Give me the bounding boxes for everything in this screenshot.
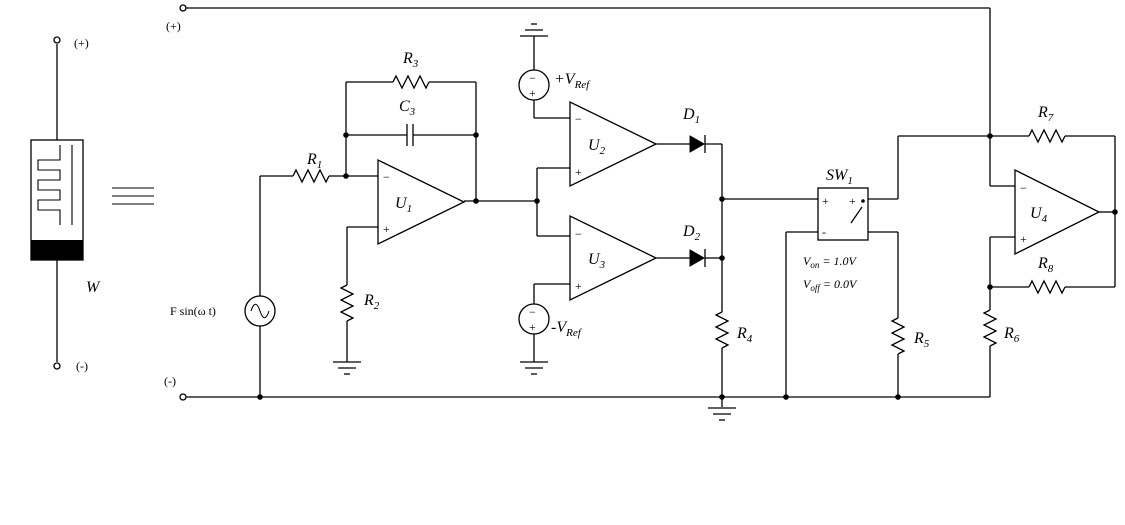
- resistor-r6: R6: [982, 309, 1020, 397]
- svg-text:+: +: [529, 86, 536, 100]
- svg-text:+: +: [1020, 232, 1027, 246]
- c3-label: C3: [399, 98, 416, 118]
- svg-text:+: +: [575, 279, 582, 293]
- negative-rail: (-): [164, 374, 990, 401]
- resistor-r1: R1: [260, 151, 378, 184]
- svg-text:−: −: [529, 305, 536, 319]
- u3-label: U3: [588, 251, 606, 271]
- svg-text:−: −: [575, 112, 582, 126]
- d2-label: D2: [682, 223, 701, 243]
- negative-reference-source: − + -VRef: [518, 283, 583, 375]
- resistor-r8: R8: [987, 255, 1115, 295]
- u2-label: U2: [588, 137, 606, 157]
- diode-d2: D2: [682, 223, 722, 267]
- r5-label: R5: [913, 330, 930, 350]
- resistor-r4: R4: [714, 311, 753, 407]
- ac-source: F sin(ω t): [170, 176, 276, 400]
- positive-rail: (+): [166, 4, 991, 186]
- sensor-top-terminal-label: (+): [74, 36, 89, 50]
- opamp-u1: − + U1: [346, 158, 537, 285]
- r8-label: R8: [1037, 255, 1054, 275]
- u4-label: U4: [1030, 205, 1048, 225]
- opamp-u4: − + U4: [987, 133, 1118, 310]
- r1-label: R1: [306, 151, 322, 171]
- positive-reference-label: +VRef: [554, 71, 591, 91]
- diode-output-node: [719, 144, 818, 312]
- positive-terminal-label: (+): [166, 19, 181, 33]
- switch-sw1: + - + SW1 Von = 1.0V Voff = 0.0V: [783, 135, 990, 400]
- resistor-r2: R2: [339, 284, 380, 362]
- positive-reference-source: − + +VRef: [518, 23, 591, 119]
- equivalence-icon: [112, 187, 154, 205]
- d1-label: D1: [682, 106, 700, 126]
- positive-terminal: [179, 4, 187, 12]
- sensor-bottom-terminal-label: (-): [76, 359, 88, 373]
- sensor-base: [31, 240, 83, 260]
- svg-text:−: −: [575, 227, 582, 241]
- r7-label: R7: [1037, 104, 1054, 124]
- negative-reference-label: -VRef: [551, 319, 583, 339]
- negative-terminal-label: (-): [164, 374, 176, 388]
- comparator-input-node: [534, 167, 570, 237]
- svg-text:−: −: [1020, 181, 1027, 195]
- ground-icon: [708, 407, 736, 421]
- svg-text:−: −: [383, 170, 390, 184]
- r4-label: R4: [736, 325, 753, 345]
- resistor-r7: R7: [990, 104, 1116, 287]
- u1-label: U1: [395, 195, 412, 215]
- sw1-label: SW1: [826, 167, 853, 187]
- ground-icon: [333, 361, 361, 375]
- sensor-label: W: [86, 279, 101, 296]
- ac-source-label: F sin(ω t): [170, 304, 216, 318]
- r2-label: R2: [363, 292, 380, 312]
- sensor-meander: [37, 145, 61, 225]
- sensor-element: (+) (-) W: [30, 36, 101, 373]
- opamp-u3: − + U3: [569, 214, 690, 302]
- resistor-r5: R5: [890, 317, 930, 400]
- switch-voff-label: Voff = 0.0V: [803, 277, 858, 293]
- resistor-r3: [392, 74, 430, 90]
- sensor-top-terminal: [53, 36, 61, 44]
- diode-d1: D1: [682, 106, 722, 153]
- svg-text:-: -: [822, 225, 826, 239]
- svg-text:+: +: [822, 194, 829, 208]
- opamp-u2: − + U2: [569, 100, 690, 188]
- svg-text:−: −: [529, 71, 536, 85]
- negative-terminal: [179, 393, 187, 401]
- sensor-bottom-terminal: [53, 362, 61, 370]
- svg-text:+: +: [849, 194, 856, 208]
- svg-text:+: +: [529, 320, 536, 334]
- r3-label: R3: [402, 50, 419, 70]
- switch-contact-icon: [850, 206, 863, 224]
- svg-text:+: +: [575, 165, 582, 179]
- switch-von-label: Von = 1.0V: [803, 254, 857, 270]
- r6-label: R6: [1003, 325, 1020, 345]
- feedback-network: R3 C3: [343, 50, 479, 201]
- svg-text:+: +: [383, 222, 390, 236]
